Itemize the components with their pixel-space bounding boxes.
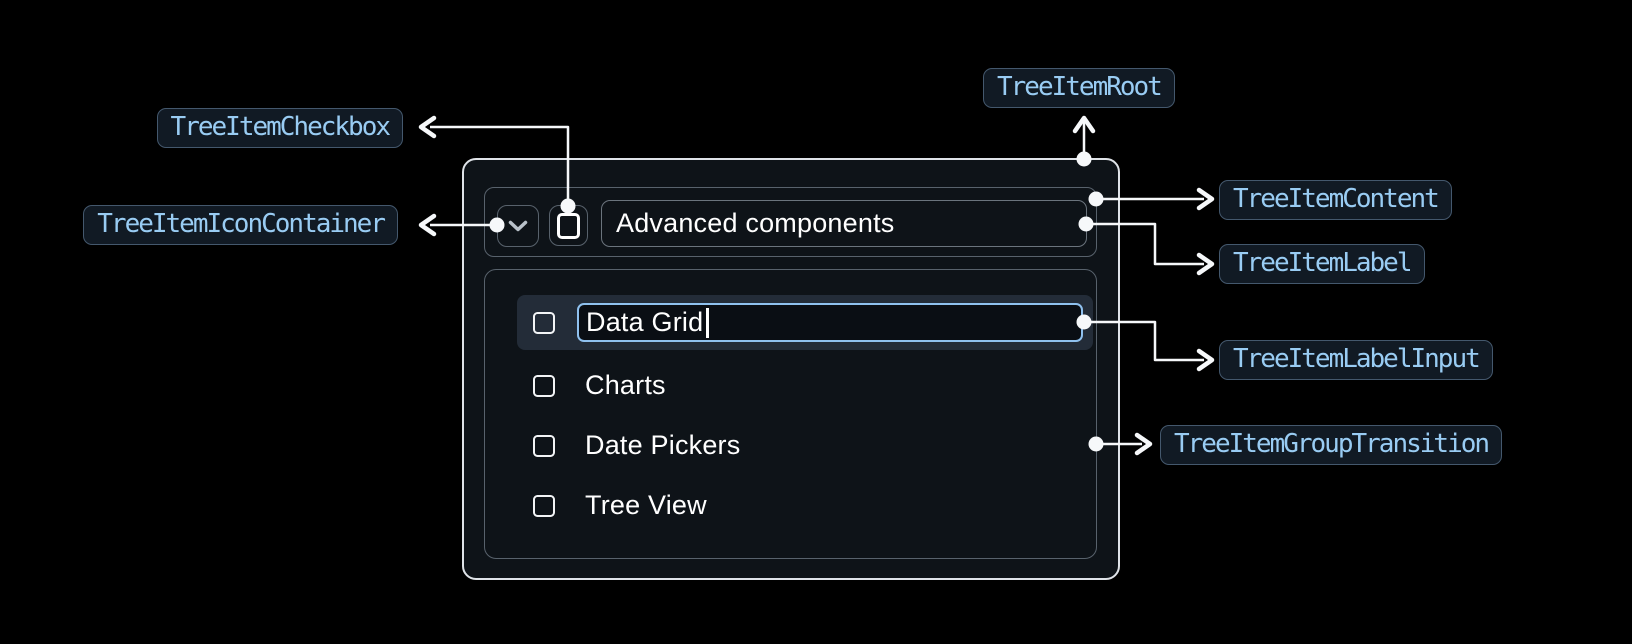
square-outline-icon bbox=[557, 212, 580, 239]
tree-item-content[interactable] bbox=[484, 187, 1097, 257]
arrowhead-right bbox=[1134, 432, 1153, 456]
expand-collapse-button[interactable] bbox=[497, 205, 539, 247]
tree-item-group-transition bbox=[484, 269, 1097, 559]
annotation-tree-item-root: TreeItemRoot bbox=[983, 68, 1175, 108]
label-input-value: Data Grid bbox=[586, 307, 704, 337]
row-checkbox-icon[interactable] bbox=[533, 434, 555, 457]
header-label-text: Advanced components bbox=[616, 208, 895, 238]
arrowhead-left bbox=[418, 213, 437, 237]
tree-row-tree-view[interactable]: Tree View bbox=[517, 478, 1093, 533]
row-label: Date Pickers bbox=[585, 430, 741, 460]
tree-row-date-pickers[interactable]: Date Pickers bbox=[517, 418, 1093, 473]
row-checkbox-icon[interactable] bbox=[533, 494, 555, 517]
chevron-down-icon bbox=[508, 220, 528, 232]
annotation-tree-item-label: TreeItemLabel bbox=[1219, 244, 1425, 284]
tree-item-label[interactable]: Advanced components bbox=[601, 200, 1087, 247]
row-label: Charts bbox=[585, 370, 666, 400]
tree-row-charts[interactable]: Charts bbox=[517, 358, 1093, 413]
annotation-tree-item-content: TreeItemContent bbox=[1219, 180, 1452, 220]
tree-row-data-grid[interactable]: Data Grid bbox=[517, 295, 1093, 350]
tree-item-label-input[interactable]: Data Grid bbox=[577, 303, 1083, 342]
arrowhead-up bbox=[1072, 115, 1096, 134]
row-checkbox-icon[interactable] bbox=[533, 374, 555, 397]
annotation-tree-item-checkbox: TreeItemCheckbox bbox=[156, 108, 403, 148]
annotation-tree-item-icon-container: TreeItemIconContainer bbox=[83, 205, 398, 245]
annotation-tree-item-group-transition: TreeItemGroupTransition bbox=[1160, 425, 1503, 465]
arrowhead-left bbox=[418, 115, 437, 139]
arrowhead-right bbox=[1196, 252, 1215, 276]
text-cursor bbox=[706, 307, 709, 338]
arrowhead-right bbox=[1196, 187, 1215, 211]
tree-item-checkbox[interactable] bbox=[549, 205, 588, 246]
row-label: Tree View bbox=[585, 490, 707, 520]
tree-item-root bbox=[462, 158, 1120, 580]
annotation-tree-item-label-input: TreeItemLabelInput bbox=[1219, 340, 1493, 380]
row-checkbox-icon[interactable] bbox=[533, 311, 555, 334]
arrowhead-right bbox=[1196, 348, 1215, 372]
